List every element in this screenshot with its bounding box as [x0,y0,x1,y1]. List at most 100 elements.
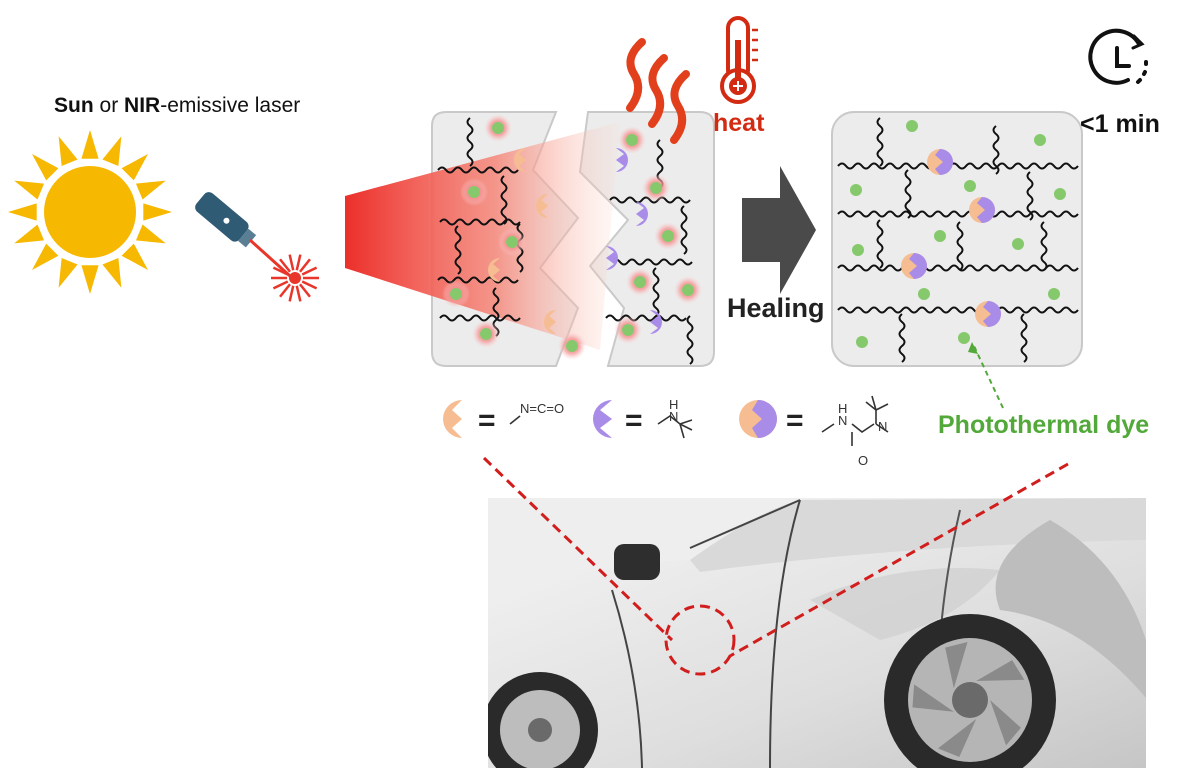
burst-ray [301,266,318,276]
burst-ray [295,285,302,302]
healing-label: Healing [727,293,825,323]
isocyanate-group [544,310,556,334]
sun-ray [121,243,148,270]
amine-h: H [669,397,679,412]
sun-ray [135,224,166,244]
amine-group [606,246,618,270]
heat-waves-icon [626,38,690,144]
dye-particle [934,230,946,242]
dye-particle [566,340,578,352]
sun-ray [32,154,59,181]
dye-particle [650,182,662,194]
dye-particle [682,284,694,296]
clock-icon [1088,28,1148,85]
dye-particle [918,288,930,300]
sun-ray [14,224,45,244]
sun-icon [8,130,172,294]
urea-n2: N [878,419,888,434]
burst-ray [279,258,291,273]
dye-particle [492,122,504,134]
urea-h: H [838,401,848,416]
sun-ray [58,136,78,167]
legend-urea-symbol [739,400,777,438]
dye-particle [964,180,976,192]
dye-particle [1054,188,1066,200]
urea-bond-purple [935,149,953,175]
sun-ray [102,257,122,288]
dye-particle [958,332,970,344]
dye-particle [856,336,868,348]
burst-ray [279,283,291,298]
wheel-spoke [937,719,977,758]
sun-ray [58,257,78,288]
wheel-spoke [912,684,954,712]
legend [443,395,889,446]
laser-pointer-icon [195,192,319,302]
dye-particle [506,236,518,248]
wheel-spoke [945,642,968,689]
dissociated-groups [488,148,662,334]
sun-ray [14,180,45,200]
sun-ray [8,203,37,221]
equals-sign: = [478,404,496,437]
urea-bond-purple [983,301,1001,327]
dye-particle [852,244,864,256]
dye-particle [1034,134,1046,146]
isocyanate-group [536,194,548,218]
urea-bond-purple [909,253,927,279]
amine-n: N [669,409,679,424]
nir-light-beam [345,122,620,350]
burst-ray [288,254,295,271]
activated-dye-particles [442,114,702,360]
dye-particle [450,288,462,300]
legend-isocyanate-symbol [443,400,462,438]
isocyanate-group [488,258,500,282]
light-source-label: Sun or NIR-emissive laser [54,94,301,117]
isocyanate-formula: N=C=O [520,401,565,416]
amine-group [650,310,662,334]
equals-sign: = [625,404,643,437]
equals-sign: = [786,404,804,437]
burst-ray [299,258,311,273]
legend-amine-symbol [593,400,612,438]
urea-o: O [858,453,869,468]
dye-particle [850,184,862,196]
sun-ray [81,130,99,159]
sun-ray [102,136,122,167]
amine-group [636,202,648,226]
time-label: <1 min [1080,110,1160,138]
healed-polymer-panel [831,111,1083,367]
burst-ray [272,280,289,290]
burst-ray [295,254,302,271]
wheel-spoke [990,700,1021,746]
dye-particle [1048,288,1060,300]
wheel-spoke [976,660,1025,681]
zoom-guide [482,456,1069,676]
sun-ray [135,180,166,200]
dye-particle [906,120,918,132]
dye-particle [626,134,638,146]
sun-ray [32,243,59,270]
burst-ray [299,283,311,298]
burst-ray [301,280,318,290]
sun-ray [121,154,148,181]
car-illustration [488,498,1146,768]
dye-particle [1012,238,1024,250]
dye-particle [634,276,646,288]
sun-ray [143,203,172,221]
healing-arrow [742,166,816,294]
burst-ray [288,285,295,302]
dye-pointer [973,345,1004,409]
heat-label: heat [713,109,765,137]
dye-particle [468,186,480,198]
burst-ray [272,266,289,276]
urea-n: N [838,413,848,428]
thermometer-icon [720,16,758,104]
amine-group [616,148,628,172]
photothermal-dye-label: Photothermal dye [938,411,1150,439]
dye-particle [662,230,674,242]
dye-particle [622,324,634,336]
isocyanate-group [514,148,526,172]
urea-bond-purple [977,197,995,223]
